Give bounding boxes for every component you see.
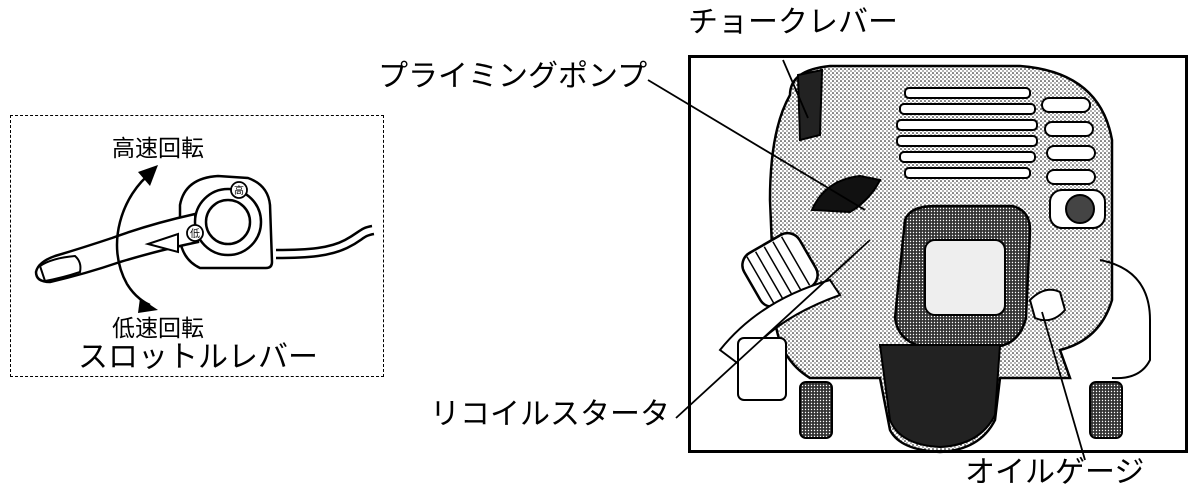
recoil-starter-label: リコイルスタータ (430, 397, 670, 432)
choke-leader-line (782, 59, 809, 119)
throttle-lever-title: スロットルレバー (78, 340, 318, 375)
low-mark-text: 低 (190, 227, 200, 240)
recoil-leader-line (675, 239, 871, 419)
priming-leader-line (647, 79, 866, 211)
high-speed-arrowhead (138, 165, 158, 186)
engine-frame (688, 55, 1188, 453)
low-speed-arrowhead (138, 298, 158, 313)
priming-pump-label: プライミングポンプ (378, 59, 648, 94)
low-speed-label: 低速回転 (112, 316, 204, 342)
high-speed-label: 高速回転 (112, 136, 204, 162)
oil-gauge-label: オイルゲージ (965, 455, 1145, 490)
low-mark-badge (186, 224, 204, 242)
throttle-lever-panel (10, 115, 384, 377)
throttle-lever-drawing: 高 低 (34, 165, 375, 313)
leader-lines (647, 59, 1086, 461)
high-mark-text: 高 (234, 184, 244, 197)
choke-lever-label: チョークレバー (688, 5, 898, 40)
oil-gauge-leader-line (1041, 311, 1086, 461)
engine-illustration (718, 64, 1151, 454)
high-mark-badge (230, 181, 248, 199)
